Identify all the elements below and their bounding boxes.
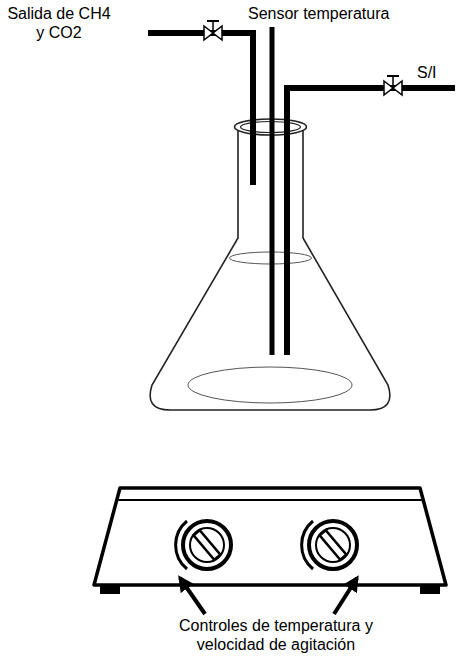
control-knob xyxy=(176,521,231,569)
callout-arrow xyxy=(180,578,357,614)
valve-symbol xyxy=(384,76,402,95)
part-label: Sensor temperatura xyxy=(248,4,389,23)
valve-symbol xyxy=(204,21,222,40)
part-label: S/I xyxy=(417,63,437,82)
part-label: Salida de CH4 y CO2 xyxy=(4,4,114,42)
caption-label: Controles de temperatura y velocidad de … xyxy=(145,616,407,654)
control-knob xyxy=(302,521,357,569)
hotplate-stirrer xyxy=(94,488,446,594)
tubes xyxy=(148,27,455,355)
